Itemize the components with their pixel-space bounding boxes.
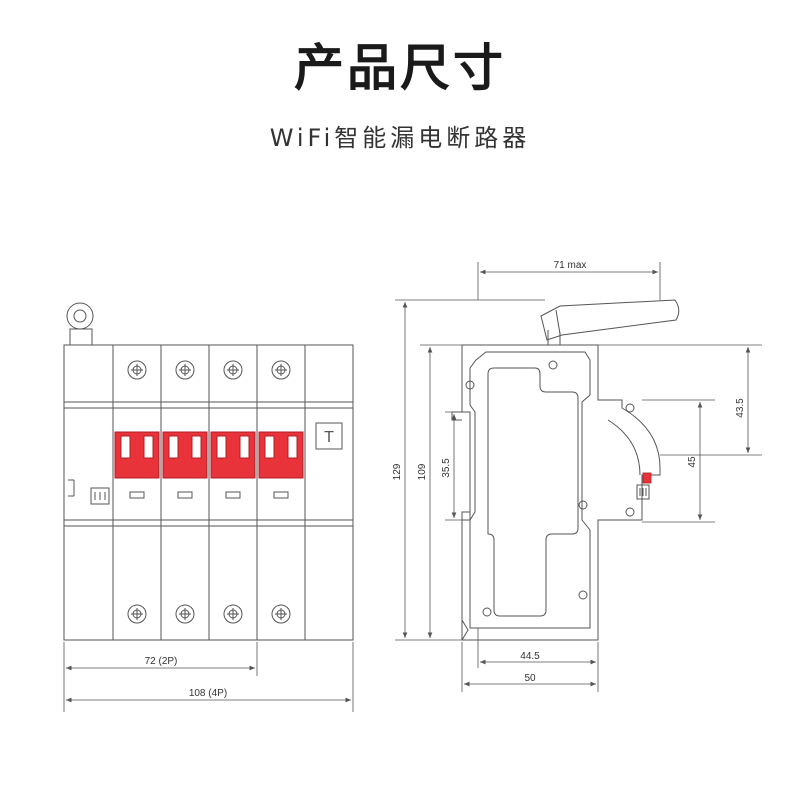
page-title: 产品尺寸 (294, 39, 506, 97)
dim-rail-height: 35.5 (441, 458, 452, 478)
page-subtitle: WiFi智能漏电断路器 (269, 124, 531, 152)
screw-icon (223, 604, 243, 624)
side-handle (642, 472, 652, 484)
handle (210, 431, 256, 479)
bottom-screws (127, 604, 291, 624)
antenna (540, 299, 680, 345)
test-button-label: T (324, 429, 334, 446)
indicator-windows (129, 491, 289, 499)
side-dimensions (395, 262, 762, 692)
dim-antenna-width: 71 max (554, 260, 587, 271)
top-screws (127, 360, 291, 380)
dim-body-height: 109 (417, 463, 428, 480)
screw-icon (271, 360, 291, 380)
dim-front-height: 45 (687, 456, 698, 468)
dim-depth-front: 44.5 (520, 651, 540, 662)
dim-front-upper: 43.5 (735, 398, 746, 418)
dim-width-2p: 72 (2P) (145, 656, 178, 667)
screw-icon (175, 604, 195, 624)
front-view: T (63, 302, 354, 641)
screw-icon (223, 360, 243, 380)
side-view (451, 299, 680, 641)
test-button (315, 422, 343, 450)
dim-depth-total: 50 (524, 673, 536, 684)
screw-icon (127, 604, 147, 624)
handles (114, 431, 304, 479)
dim-total-height: 129 (392, 463, 403, 480)
screw-icon (175, 360, 195, 380)
handle (258, 431, 304, 479)
screw-icon (271, 604, 291, 624)
handle (114, 431, 160, 479)
side-body (461, 344, 661, 641)
dim-width-4p: 108 (4P) (189, 688, 227, 699)
antenna-ring (66, 302, 94, 346)
module-button (90, 487, 110, 505)
front-dimensions (63, 642, 354, 712)
screw-icon (127, 360, 147, 380)
handle (162, 431, 208, 479)
